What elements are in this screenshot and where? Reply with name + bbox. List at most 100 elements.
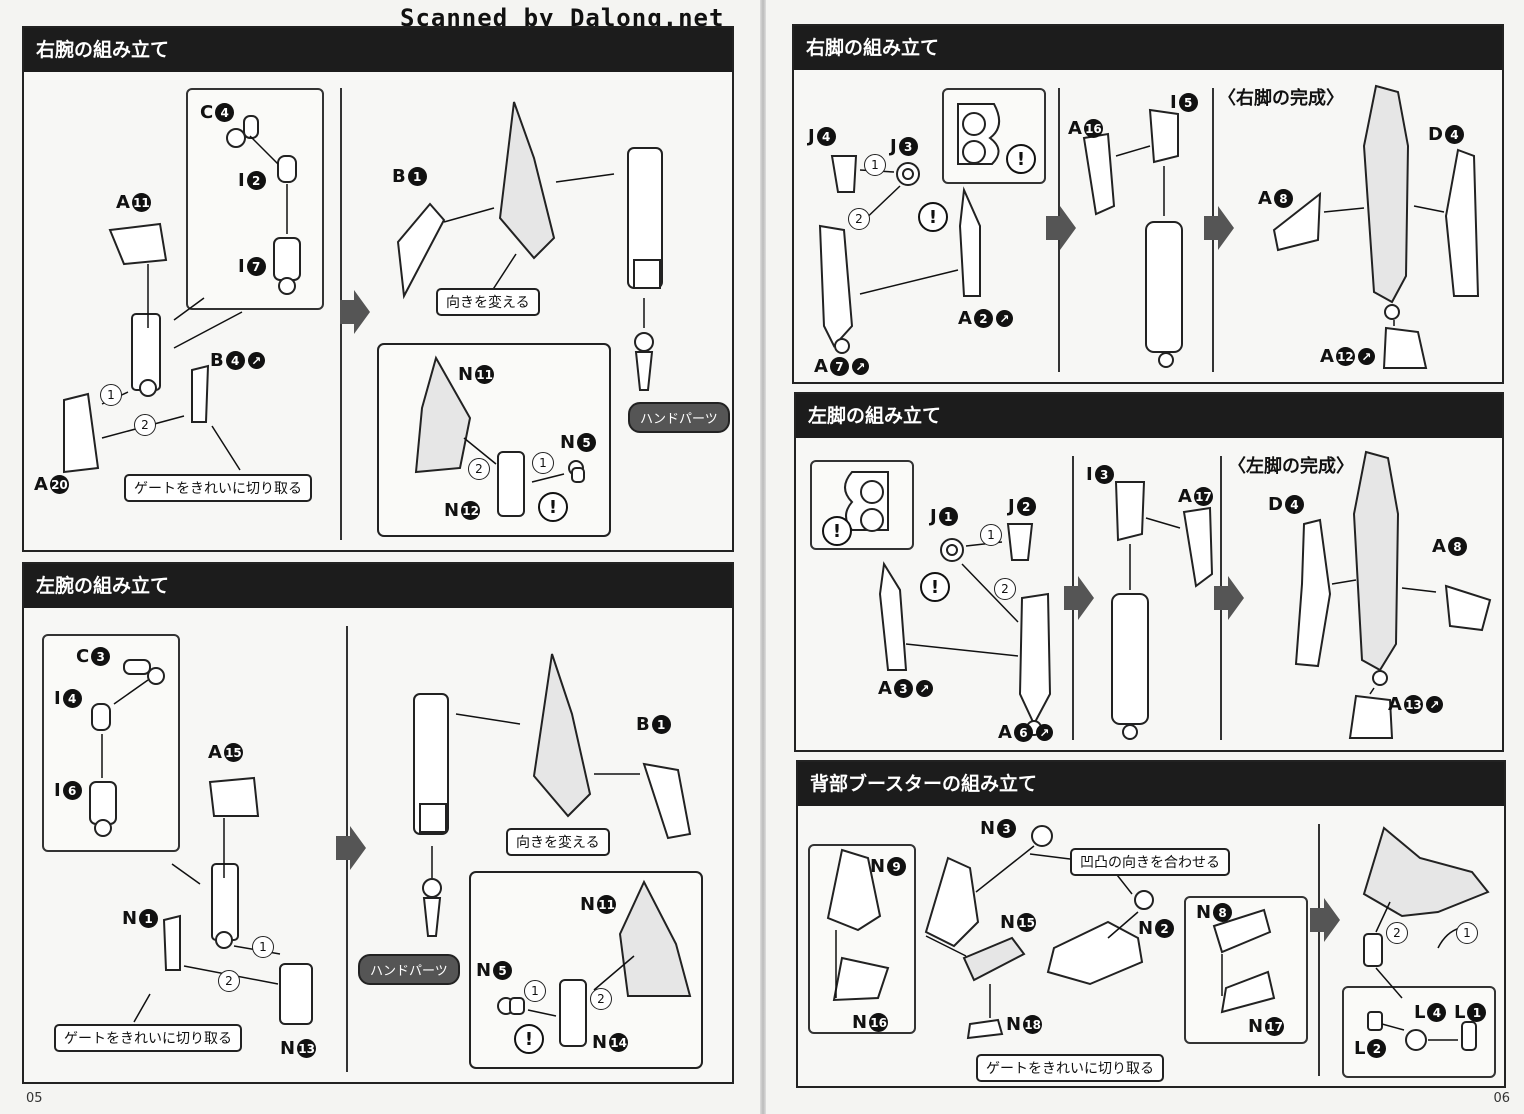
- part-complete-leg: [1352, 450, 1400, 686]
- part-hand: [422, 878, 442, 937]
- gate-note: ゲートをきれいに切り取る: [124, 474, 312, 502]
- part-n5: [568, 460, 585, 483]
- step-two: 2: [468, 458, 490, 480]
- part-a8: [1272, 191, 1322, 252]
- part-n15: [962, 936, 1026, 982]
- part-forearm: [211, 863, 239, 949]
- step-two: 2: [218, 970, 240, 992]
- part-arm-assembly: [413, 693, 449, 835]
- right-leg-diagram: [818, 84, 1480, 369]
- step-one: 1: [252, 936, 274, 958]
- back-booster-diagram: [826, 825, 1490, 1051]
- part-n12: [497, 451, 525, 517]
- step-one: 1: [864, 154, 886, 176]
- next-arrow: [1046, 206, 1076, 250]
- part-connector: [1363, 933, 1383, 967]
- part-i6: [89, 781, 117, 837]
- part-a20: [63, 392, 100, 474]
- left-leg-title: 左脚の組み立て: [796, 394, 1502, 438]
- part-arm-assembly: [627, 147, 663, 289]
- part-hand: [634, 332, 654, 391]
- step-one: 1: [100, 384, 122, 406]
- part-joint-detail: [957, 103, 1001, 165]
- left-arm-diagram: [89, 653, 703, 1069]
- page-number-left: 05: [26, 1091, 43, 1106]
- part-n5: [497, 997, 525, 1015]
- part-a17: [1182, 506, 1214, 588]
- part-a7: [818, 224, 854, 354]
- next-arrow: [1204, 206, 1234, 250]
- next-arrow: [1310, 898, 1340, 942]
- part-leg-assembly: [1145, 221, 1183, 368]
- page-number-right: 06: [1493, 1091, 1510, 1106]
- step-one: 1: [980, 524, 1002, 546]
- hand-parts-pill: ハンドパーツ: [358, 954, 460, 985]
- hook-icon: ↗: [851, 358, 869, 375]
- part-d4: [1444, 148, 1480, 297]
- part-a8: [1444, 584, 1492, 632]
- orient-note: 向きを変える: [436, 288, 540, 316]
- gate-note: ゲートをきれいに切り取る: [54, 1024, 242, 1052]
- warning-icon: !: [538, 492, 568, 522]
- part-b1: [642, 762, 692, 840]
- part-n8: [1212, 908, 1272, 954]
- step-one: 1: [1456, 922, 1478, 944]
- part-a3: [878, 561, 908, 671]
- orient-note: 向きを変える: [506, 828, 610, 856]
- part-i7: [273, 237, 301, 295]
- step-one: 1: [532, 452, 554, 474]
- part-n13: [279, 963, 313, 1025]
- hook-icon: ↗: [247, 352, 265, 369]
- part-complete-leg: [1362, 84, 1410, 320]
- warning-icon: !: [822, 516, 852, 546]
- part-i2: [277, 155, 297, 183]
- next-arrow: [336, 826, 366, 870]
- part-n11: [618, 879, 692, 997]
- part-blade: [532, 653, 592, 818]
- part-n3: [1031, 825, 1053, 847]
- left-arm-title: 左腕の組み立て: [24, 564, 732, 608]
- part-a11: [108, 222, 168, 266]
- divider: [1318, 824, 1320, 1076]
- part-a6: [1018, 592, 1052, 736]
- hook-icon: ↗: [915, 680, 933, 697]
- part-n9: [826, 848, 882, 932]
- part-j3: [896, 162, 920, 186]
- align-note: 凹凸の向きを合わせる: [1070, 848, 1230, 876]
- part-n11: [414, 355, 472, 474]
- part-b1: [396, 202, 446, 300]
- right-leg-title: 右脚の組み立て: [794, 26, 1502, 70]
- hook-icon: ↗: [995, 310, 1013, 327]
- part-a13: [1348, 694, 1394, 739]
- part-booster-complete: [1362, 826, 1490, 918]
- part-c3: [123, 659, 165, 685]
- right-arm-diagram: [63, 101, 663, 537]
- step-two: 2: [994, 578, 1016, 600]
- step-two: 2: [848, 208, 870, 230]
